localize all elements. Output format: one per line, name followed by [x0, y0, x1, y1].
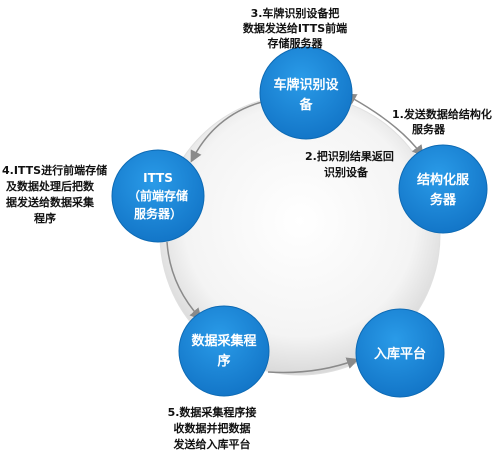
- arrow-device-server-bidirectional: [344, 93, 424, 158]
- step-1-label: 1.发送数据给结构化 服务器: [392, 107, 492, 136]
- node-itts-line3: 服务器）: [134, 206, 182, 221]
- node-itts: ITTS （前端存储 服务器）: [111, 149, 205, 243]
- node-data-collector-line1: 数据采集程: [191, 333, 256, 349]
- node-itts-line1: ITTS: [143, 171, 173, 185]
- step-5-line3: 发送给入库平台: [173, 437, 251, 451]
- node-plate-device: 车牌识别设 备: [259, 46, 353, 140]
- node-plate-device-line1: 车牌识别设: [273, 77, 339, 93]
- step-5-line1: 5.数据采集程序接: [168, 405, 257, 419]
- step-4-line1: 4.ITTS进行前端存储: [2, 163, 107, 177]
- step-2-line2: 识别设备: [324, 165, 369, 179]
- step-3-line3: 存储服务器: [268, 36, 324, 50]
- node-structuring-server-line1: 结构化服: [417, 172, 470, 188]
- step-1-line1: 1.发送数据给结构化: [392, 107, 492, 121]
- step-4-line2: 及数据处理后把数: [6, 179, 95, 193]
- step-2-line1: 2.把识别结果返回: [305, 149, 394, 163]
- node-storage-platform-line1: 入库平台: [374, 346, 426, 362]
- node-itts-line2: （前端存储: [128, 188, 188, 203]
- node-structuring-server-line2: 务器: [430, 192, 457, 208]
- step-4-line4: 程序: [34, 211, 56, 225]
- step-5-label: 5.数据采集程序接 收数据并把数据 发送给入库平台: [168, 405, 257, 451]
- step-3-label: 3.车牌识别设备把 数据发送给ITTS前端 存储服务器: [243, 6, 347, 50]
- step-4-label: 4.ITTS进行前端存储 及数据处理后把数 据发送给数据采集 程序: [2, 163, 107, 225]
- node-structuring-server: 结构化服 务器: [398, 144, 488, 234]
- node-plate-device-line2: 备: [298, 97, 313, 113]
- step-4-line3: 据发送给数据采集: [6, 195, 95, 209]
- step-5-line2: 收数据并把数据: [174, 421, 251, 435]
- node-data-collector: 数据采集程 序: [178, 305, 270, 397]
- step-1-line2: 服务器: [412, 122, 446, 136]
- step-2-label: 2.把识别结果返回 识别设备: [305, 149, 394, 179]
- step-3-line1: 3.车牌识别设备把: [251, 6, 340, 20]
- arrow-itts-to-collector: [166, 241, 203, 321]
- node-data-collector-line2: 序: [217, 353, 230, 369]
- node-storage-platform: 入库平台: [355, 308, 445, 398]
- step-3-line2: 数据发送给ITTS前端: [243, 21, 347, 35]
- arrow-collector-to-platform: [267, 357, 359, 374]
- arrow-device-to-itts: [190, 101, 263, 163]
